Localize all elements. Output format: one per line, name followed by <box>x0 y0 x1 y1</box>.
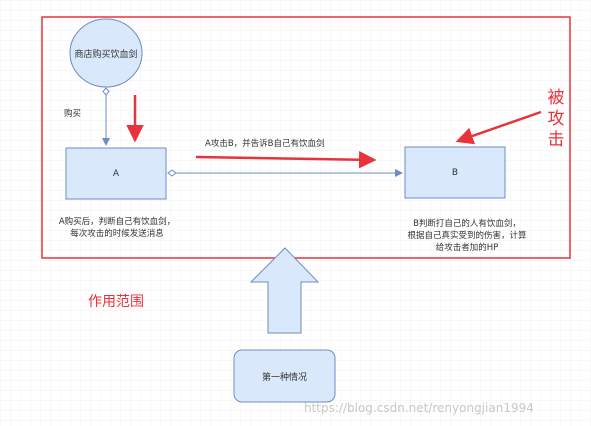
case1-rect[interactable] <box>233 349 336 403</box>
buy-edge-diamond <box>102 87 110 96</box>
b-note-line1: B判断打自己的人有饮血剑， <box>413 219 521 229</box>
shop-ellipse[interactable] <box>69 18 143 88</box>
node-a-rect[interactable] <box>65 147 167 200</box>
big-up-arrow <box>249 247 320 334</box>
scope-rectangle <box>41 16 571 259</box>
a-note-line2: 每次攻击的时候发送消息 <box>70 229 164 239</box>
node-b-rect[interactable] <box>404 146 506 199</box>
case1-label: 第一种情况 <box>261 372 307 383</box>
buy-edge-label: 购买 <box>64 109 82 119</box>
node-a-label: A <box>112 168 120 179</box>
b-note-line2: 根据自己真实受到的伤害，计算 <box>407 231 527 241</box>
watermark-text: https://blog.csdn.net/renyongjian1994 <box>304 401 534 415</box>
attacked-annotation: 被 攻 击 <box>547 88 565 150</box>
attack-edge-label: A攻击B，并告诉B自己有饮血剑 <box>205 139 325 149</box>
scope-annotation: 作用范围 <box>88 294 144 310</box>
red-arrow-right <box>195 150 377 169</box>
attack-edge-diamond <box>167 169 177 177</box>
shop-node-label: 商店购买饮血剑 <box>74 49 138 60</box>
node-b-label: B <box>451 167 459 178</box>
b-note-line3: 给攻击者加的HP <box>435 243 499 253</box>
a-note-line1: A购买后，判断自己有饮血剑， <box>58 217 176 227</box>
red-arrow-attacked <box>455 110 542 145</box>
